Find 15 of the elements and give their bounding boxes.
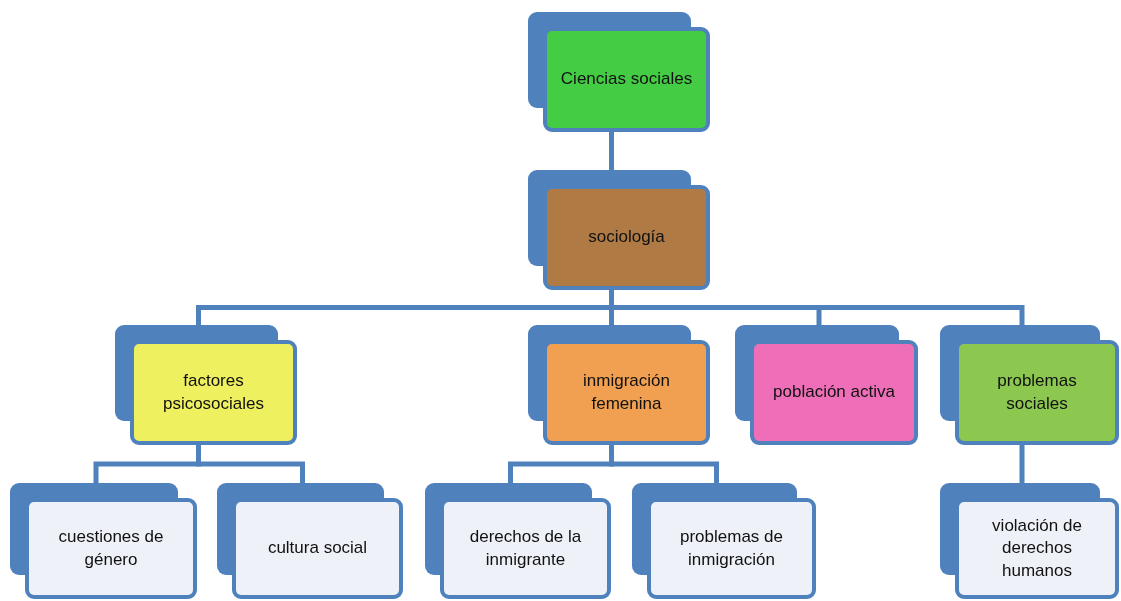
concept-label: violación de derechos humanos: [991, 515, 1083, 582]
connector-line: [609, 132, 614, 170]
concept-label: sociología: [588, 226, 665, 249]
concept-label: cuestiones de género: [57, 526, 165, 571]
connector-line: [1019, 445, 1025, 483]
concept-label: población activa: [773, 381, 895, 404]
concept-label: derechos de la inmigrante: [468, 526, 583, 571]
concept-label: cultura social: [267, 537, 368, 560]
concept-label: inmigración femenina: [582, 370, 671, 415]
concept-label: problemas sociales: [996, 370, 1078, 415]
concept-label: factores psicosociales: [161, 370, 266, 415]
connector-line: [196, 445, 305, 483]
connector-line: [609, 445, 719, 483]
concept-label: Ciencias sociales: [560, 68, 693, 91]
concept-label: problemas de inmigración: [679, 526, 784, 571]
